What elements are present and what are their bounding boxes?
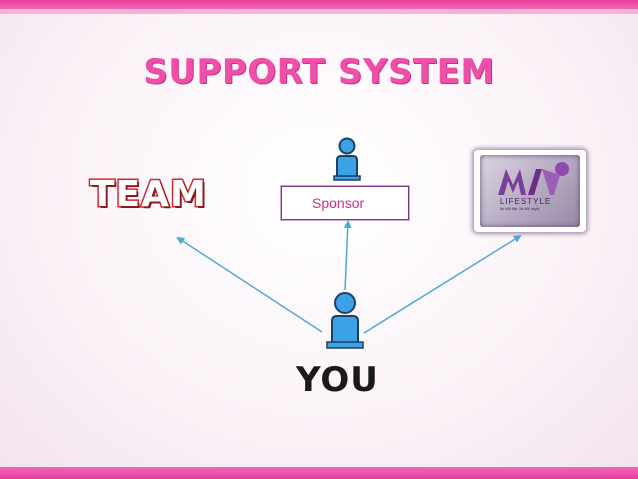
logo-letter-m [498, 169, 526, 195]
logo-letter-i [528, 169, 542, 195]
bottom-band [0, 467, 638, 479]
logo-dot [555, 162, 569, 176]
logo-monogram [498, 162, 569, 195]
sponsor-label: Sponsor [312, 195, 365, 211]
you-person-icon [326, 292, 364, 349]
you-label: YOU [296, 360, 379, 400]
top-band-highlight [0, 9, 638, 14]
arrow-to-sponsor [343, 220, 352, 291]
team-label: TEAM [89, 173, 208, 217]
sponsor-box [281, 186, 409, 220]
mi-lifestyle-logo: LIFESTYLE Its M/I life: Its M/I style [474, 150, 586, 232]
sponsor-person-icon [333, 137, 361, 181]
arrow-to-team [176, 236, 323, 333]
logo-wordmark: LIFESTYLE [500, 197, 552, 206]
slide-title: SUPPORT SYSTEM [143, 52, 495, 92]
arrow-to-logo [363, 234, 522, 334]
logo-background: LIFESTYLE Its M/I life: Its M/I style [480, 155, 580, 227]
top-band [0, 0, 638, 9]
logo-swoosh [542, 169, 560, 195]
logo-tagline: Its M/I life: Its M/I style [500, 206, 540, 211]
